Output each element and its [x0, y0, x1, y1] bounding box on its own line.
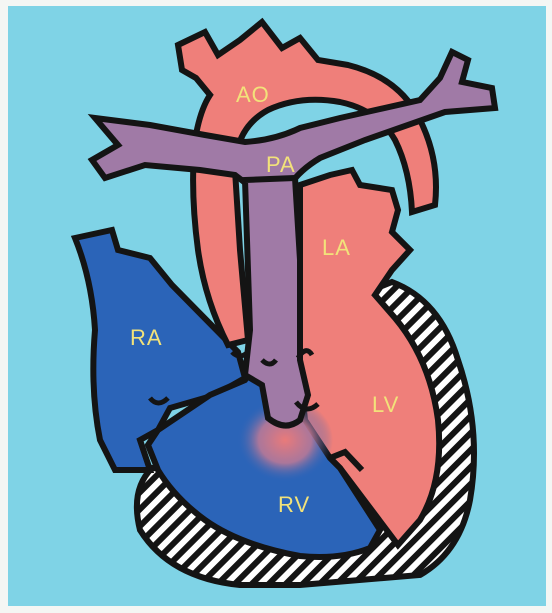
label-ao: AO: [236, 82, 270, 107]
label-ra: RA: [130, 325, 163, 350]
label-pa: PA: [266, 152, 296, 177]
label-rv: RV: [278, 492, 310, 517]
label-lv: LV: [372, 392, 399, 417]
label-la: LA: [322, 235, 351, 260]
